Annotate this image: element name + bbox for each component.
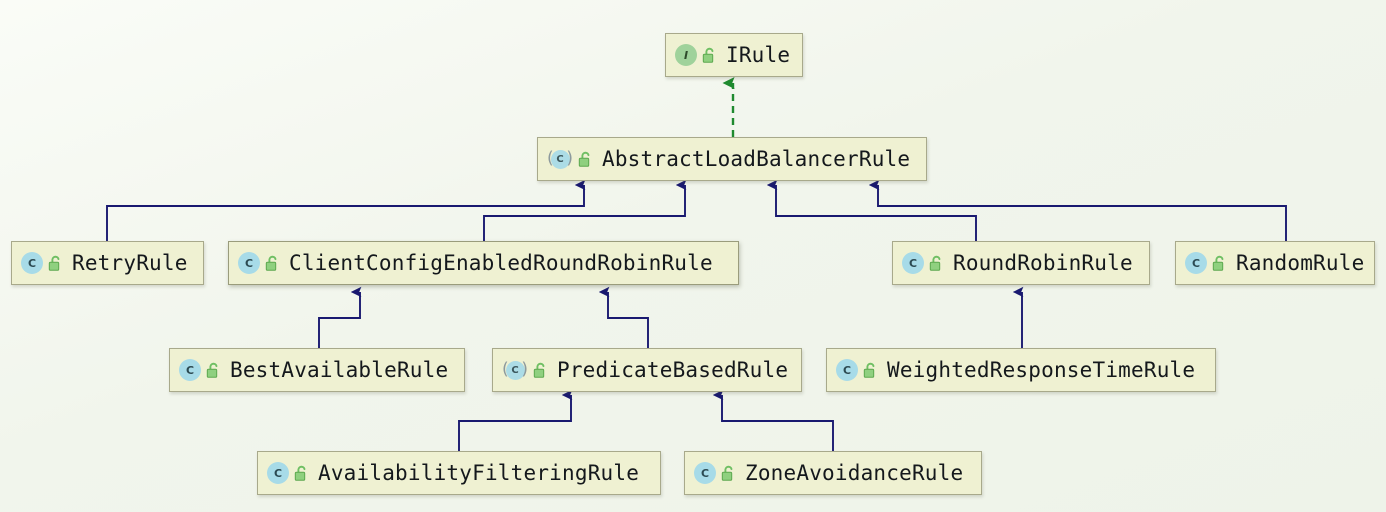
unlock-icon [721, 465, 733, 481]
edge-retry-to-abstractlb[interactable] [106, 185, 584, 241]
class-icon: C [1185, 252, 1207, 274]
class-node-label: IRule [726, 42, 791, 67]
abstract-class-icon: C [502, 359, 528, 381]
class-node-label: RetryRule [72, 250, 188, 275]
class-icon: C [179, 359, 201, 381]
edge-roundrobin-to-abstractlb[interactable] [776, 185, 977, 241]
unlock-icon [533, 362, 545, 378]
unlock-icon [578, 151, 590, 167]
class-icon-glyph: C [1185, 252, 1207, 274]
unlock-icon [702, 47, 714, 63]
class-icon-glyph: C [179, 359, 201, 381]
class-node-roundrobin[interactable]: C RoundRobinRule [892, 241, 1150, 285]
unlock-icon [206, 362, 218, 378]
class-node-bestavail[interactable]: C BestAvailableRule [169, 348, 465, 392]
class-node-label: PredicateBasedRule [557, 357, 789, 382]
class-node-clientcfg[interactable]: C ClientConfigEnabledRoundRobinRule [228, 241, 739, 285]
unlock-icon [863, 362, 875, 378]
class-icon: C [902, 252, 924, 274]
class-node-label: BestAvailableRule [230, 357, 449, 382]
class-node-label: ClientConfigEnabledRoundRobinRule [289, 250, 713, 275]
class-node-label: ZoneAvoidanceRule [745, 460, 964, 485]
unlock-icon [265, 255, 277, 271]
edge-clientcfg-to-abstractlb[interactable] [483, 185, 685, 241]
class-icon: C [238, 252, 260, 274]
class-icon-glyph: C [694, 462, 716, 484]
class-node-label: RoundRobinRule [953, 250, 1133, 275]
class-node-label: RandomRule [1236, 250, 1365, 275]
abstract-class-icon: C [547, 148, 573, 170]
edge-bestavail-to-clientcfg[interactable] [318, 292, 360, 348]
class-node-zoneavoid[interactable]: C ZoneAvoidanceRule [684, 451, 982, 495]
abstract-class-icon-glyph: C [547, 148, 573, 170]
class-node-retry[interactable]: C RetryRule [11, 241, 204, 285]
edge-availfilter-to-predicate[interactable] [458, 395, 571, 451]
class-icon-glyph: C [21, 252, 43, 274]
class-node-availfilter[interactable]: C AvailabilityFilteringRule [257, 451, 661, 495]
class-icon-glyph: C [267, 462, 289, 484]
class-icon: C [267, 462, 289, 484]
class-node-label: AvailabilityFilteringRule [318, 460, 640, 485]
class-node-label: AbstractLoadBalancerRule [602, 146, 911, 171]
abstract-class-icon-glyph: C [502, 359, 528, 381]
class-icon-glyph: C [836, 359, 858, 381]
class-icon-glyph: C [902, 252, 924, 274]
class-node-random[interactable]: C RandomRule [1175, 241, 1375, 285]
class-node-irule[interactable]: I IRule [665, 33, 803, 77]
unlock-icon [929, 255, 941, 271]
class-icon-glyph: C [238, 252, 260, 274]
unlock-icon [48, 255, 60, 271]
class-node-weighted[interactable]: C WeightedResponseTimeRule [826, 348, 1216, 392]
edge-random-to-abstractlb[interactable] [878, 185, 1287, 241]
edge-predicate-to-clientcfg[interactable] [608, 292, 649, 348]
unlock-icon [1212, 255, 1224, 271]
class-node-label: WeightedResponseTimeRule [887, 357, 1196, 382]
class-icon: C [21, 252, 43, 274]
class-icon: C [836, 359, 858, 381]
unlock-icon [294, 465, 306, 481]
class-icon: C [694, 462, 716, 484]
edge-zoneavoid-to-predicate[interactable] [722, 395, 834, 451]
class-node-abstractlb[interactable]: C AbstractLoadBalancerRule [537, 137, 927, 181]
interface-icon-glyph: I [675, 44, 697, 66]
interface-icon: I [675, 44, 697, 66]
class-node-predicate[interactable]: C PredicateBasedRule [492, 348, 802, 392]
